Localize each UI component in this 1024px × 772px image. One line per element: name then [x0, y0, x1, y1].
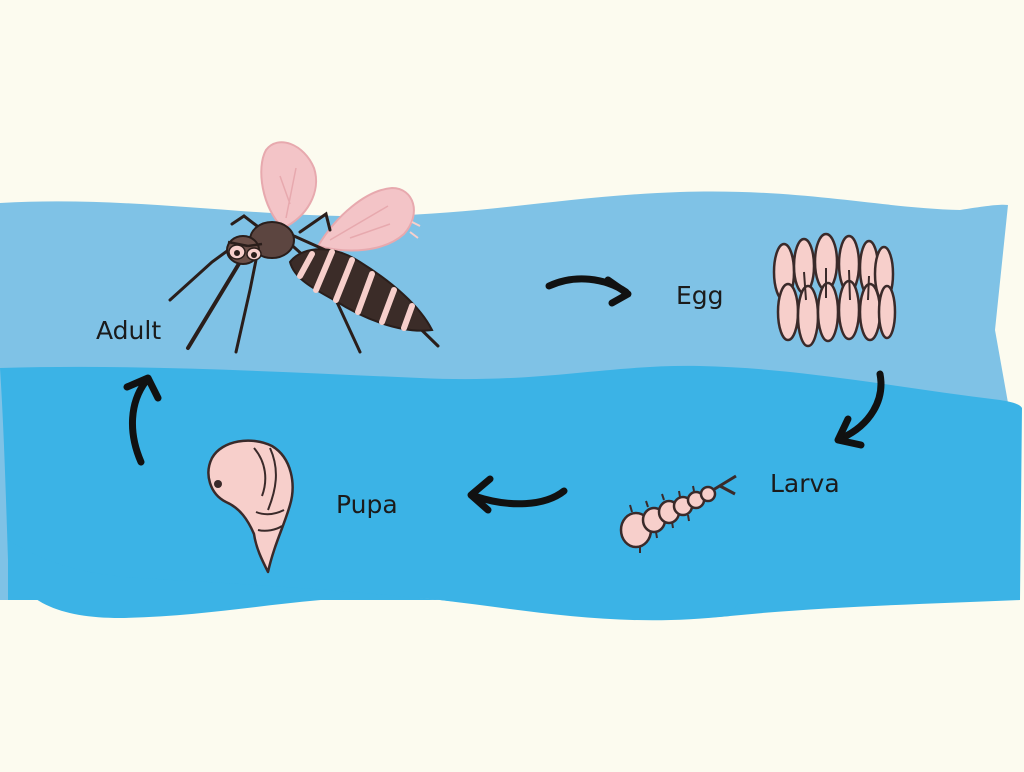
- pupa-icon: [207, 439, 294, 574]
- stage-label-larva: Larva: [770, 469, 840, 498]
- larva-icon: [619, 474, 737, 553]
- stage-label-adult: Adult: [96, 316, 161, 345]
- arrow-larva-to-pupa: [467, 475, 568, 514]
- arrow-pupa-to-adult: [123, 374, 162, 466]
- arrow-adult-to-egg: [545, 275, 632, 307]
- mosquito-wing-back: [260, 141, 317, 230]
- stage-label-pupa: Pupa: [336, 490, 398, 519]
- water-deep-layer: [0, 365, 1022, 620]
- egg-cluster-icon: [772, 232, 897, 348]
- arrow-egg-to-larva: [834, 370, 885, 449]
- mosquito-adult-icon: [168, 141, 440, 354]
- cycle-arrows: [123, 275, 885, 514]
- water-bottom-edge: [8, 540, 740, 621]
- stage-label-egg: Egg: [676, 281, 724, 310]
